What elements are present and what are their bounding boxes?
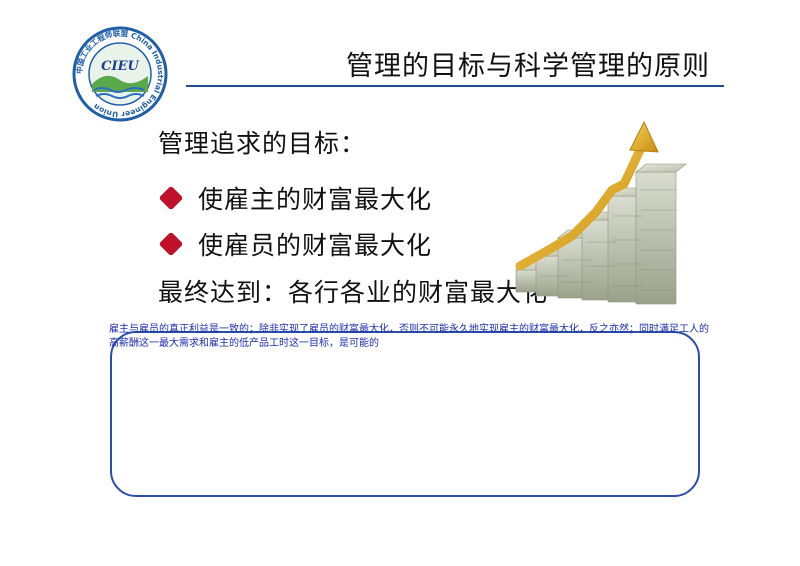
bullet-item-employer: 使雇主的财富最大化 — [160, 180, 432, 216]
diamond-icon — [160, 233, 182, 255]
notes-text: 雇主与雇员的真正利益是一致的；除非实现了雇员的财富最大化，否则不可能永久地实现雇… — [109, 324, 709, 349]
bullet-item-employee: 使雇员的财富最大化 — [160, 226, 432, 262]
title-divider — [186, 85, 724, 87]
diamond-icon — [160, 187, 182, 209]
logo-acronym: CIEU — [101, 59, 139, 74]
bullet-text: 使雇主的财富最大化 — [198, 185, 433, 214]
bullet-text: 使雇员的财富最大化 — [198, 231, 433, 260]
cieu-logo: 中国工业工程师联盟 China Industrial Engineer Unio… — [72, 26, 168, 122]
slide-title: 管理的目标与科学管理的原则 — [346, 51, 710, 82]
heading: 管理追求的目标： — [158, 129, 367, 158]
conclusion: 最终达到：各行各业的财富最大化 — [158, 278, 549, 307]
notes-box — [110, 331, 700, 497]
money-growth-icon — [515, 120, 687, 305]
